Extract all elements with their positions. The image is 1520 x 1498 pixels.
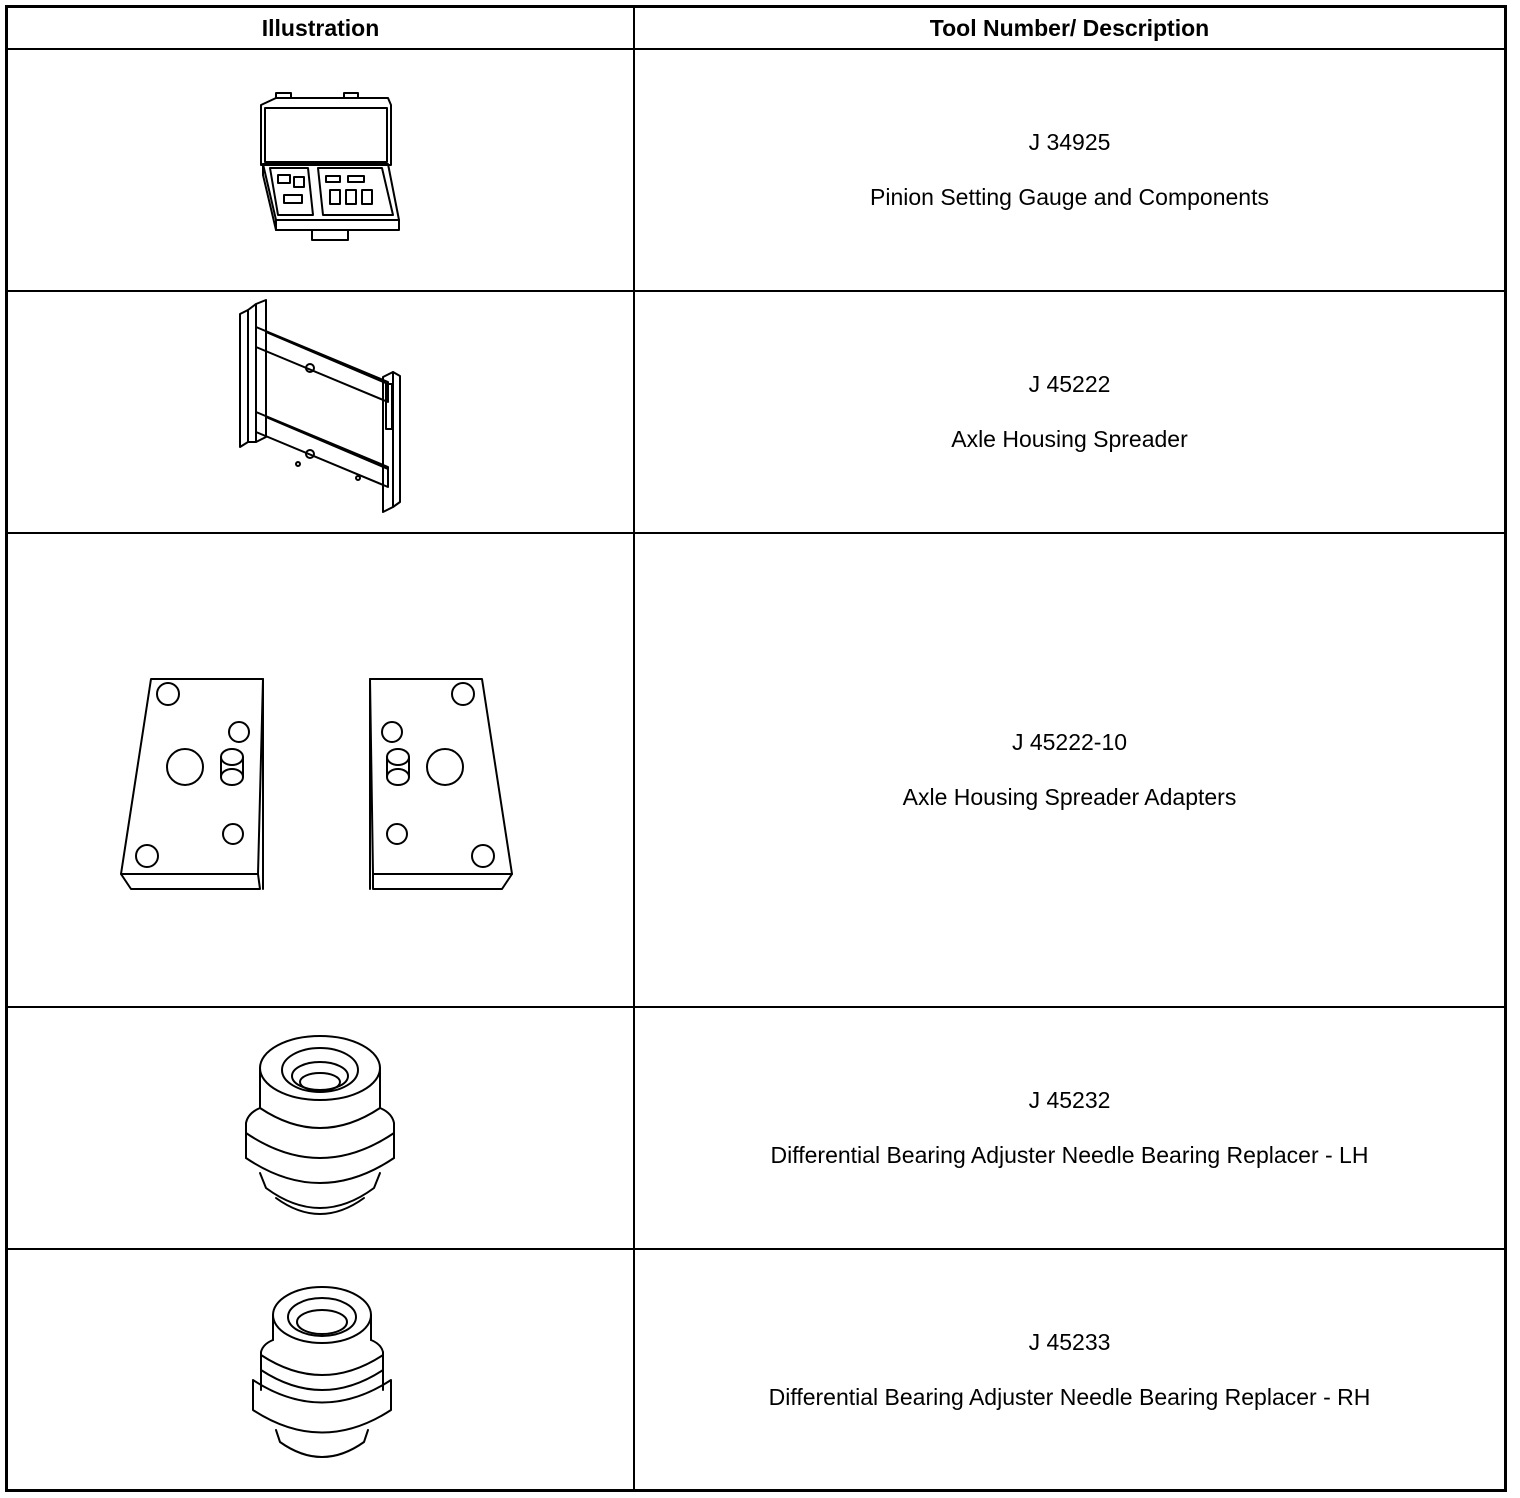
table-row: J 45233 Differential Bearing Adjuster Ne…	[8, 1250, 1504, 1489]
table-row: J 45222-10 Axle Housing Spreader Adapter…	[8, 534, 1504, 1008]
tool-case-icon	[260, 92, 400, 241]
table-row: J 34925 Pinion Setting Gauge and Compone…	[8, 50, 1504, 292]
special-tools-table: Illustration Tool Number/ Description	[5, 5, 1507, 1492]
description-cell: J 45222 Axle Housing Spreader	[635, 292, 1504, 532]
illustration-cell	[8, 50, 635, 290]
tool-description: Pinion Setting Gauge and Components	[870, 184, 1269, 210]
tool-number: J 45232	[1028, 1087, 1111, 1113]
illustration-cell	[8, 1250, 635, 1489]
tool-number: J 45222	[1028, 371, 1111, 397]
description-cell: J 45233 Differential Bearing Adjuster Ne…	[635, 1250, 1504, 1489]
tool-description: Differential Bearing Adjuster Needle Bea…	[768, 1383, 1371, 1410]
tool-number: J 45222-10	[1011, 729, 1128, 755]
tool-description: Axle Housing Spreader Adapters	[902, 784, 1237, 810]
header-illustration: Illustration	[8, 8, 635, 50]
tool-description: Axle Housing Spreader	[951, 426, 1188, 452]
bearing-replacer-lh-icon	[245, 1035, 395, 1215]
tool-number: J 34925	[1028, 129, 1111, 155]
axle-spreader-frame-icon	[239, 299, 401, 513]
tool-number: J 45233	[1028, 1328, 1111, 1355]
header-tool-description: Tool Number/ Description	[635, 8, 1504, 50]
illustration-cell	[8, 292, 635, 532]
table-row: J 45232 Differential Bearing Adjuster Ne…	[8, 1008, 1504, 1250]
description-cell: J 34925 Pinion Setting Gauge and Compone…	[635, 50, 1504, 290]
tool-description: Differential Bearing Adjuster Needle Bea…	[770, 1142, 1369, 1168]
table-row: J 45222 Axle Housing Spreader	[8, 292, 1504, 534]
spreader-adapter-plates-icon	[120, 678, 513, 890]
illustration-cell	[8, 1008, 635, 1248]
description-cell: J 45232 Differential Bearing Adjuster Ne…	[635, 1008, 1504, 1248]
description-cell: J 45222-10 Axle Housing Spreader Adapter…	[635, 534, 1504, 1006]
illustration-cell	[8, 534, 635, 1006]
bearing-replacer-rh-icon	[252, 1286, 392, 1458]
